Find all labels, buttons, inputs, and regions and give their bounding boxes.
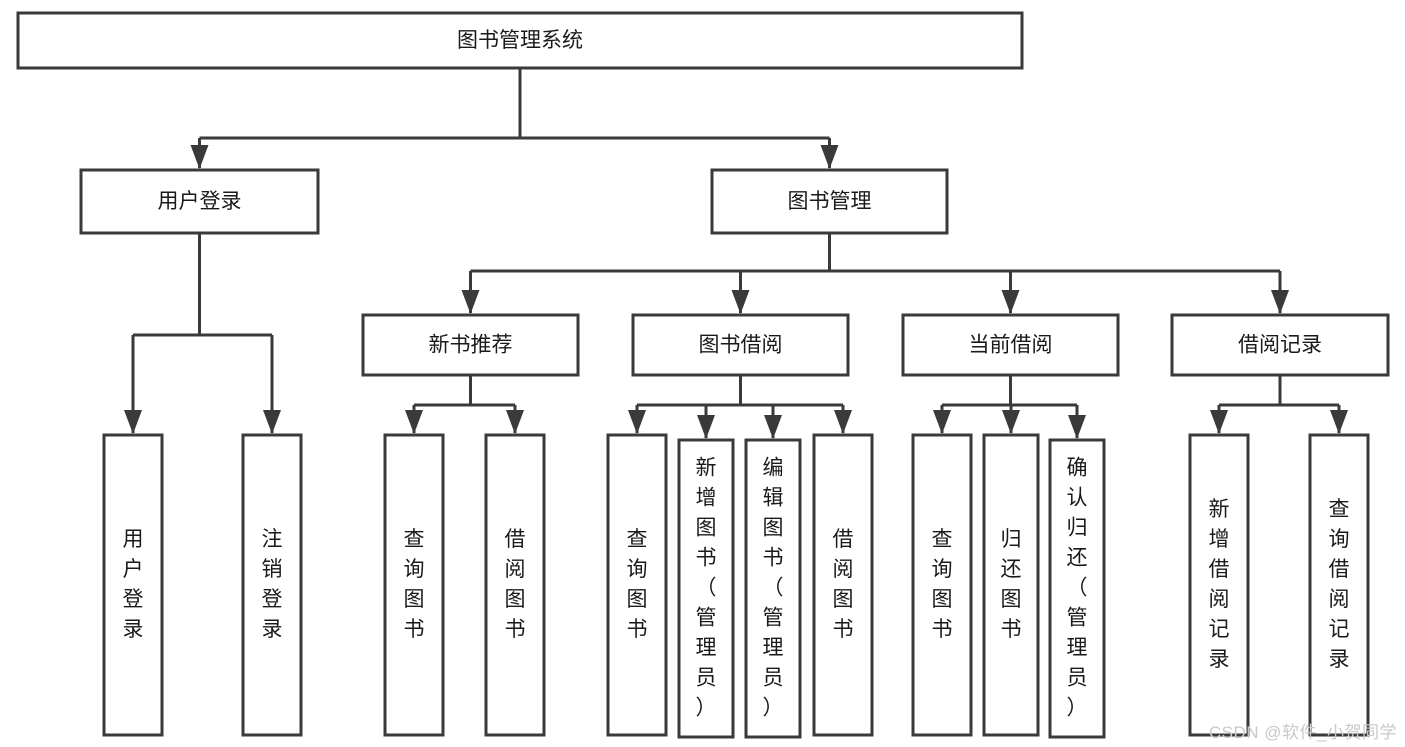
connector-edges-layer xyxy=(124,68,1348,439)
node-leaf-4[interactable]: 查询图书 xyxy=(606,433,668,737)
node-leaf-8[interactable]: 查询图书 xyxy=(911,433,973,737)
node-level2-2-frame xyxy=(901,313,1120,377)
node-level2-1-label: 图书借阅 xyxy=(699,334,783,357)
arrow-head-icon xyxy=(506,410,524,434)
node-root-label: 图书管理系统 xyxy=(457,29,583,52)
arrow-head-icon xyxy=(1002,410,1020,434)
arrow-head-icon xyxy=(820,145,839,169)
node-leaf-5-frame xyxy=(677,438,735,739)
node-leaf-0-label: 用户登录 xyxy=(123,528,144,641)
node-leaf-0-frame xyxy=(102,433,164,737)
node-leaf-12-label: 查询借阅记录 xyxy=(1329,498,1350,671)
arrow-head-icon xyxy=(764,415,782,439)
node-level1-1[interactable]: 图书管理 xyxy=(710,168,949,235)
node-leaf-12[interactable]: 查询借阅记录 xyxy=(1308,433,1370,737)
node-leaf-4-label: 查询图书 xyxy=(627,528,648,641)
node-leaf-1-label: 注销登录 xyxy=(262,528,283,641)
node-leaf-2-label: 查询图书 xyxy=(404,528,425,641)
node-level2-0[interactable]: 新书推荐 xyxy=(361,313,580,377)
node-leaf-5-label: 新增图书（管理员） xyxy=(696,457,717,720)
node-leaf-1[interactable]: 注销登录 xyxy=(241,433,303,737)
node-root[interactable]: 图书管理系统 xyxy=(16,11,1024,70)
node-level2-3[interactable]: 借阅记录 xyxy=(1170,313,1390,377)
node-leaf-4-frame xyxy=(606,433,668,737)
arrow-head-icon xyxy=(124,410,142,434)
node-leaf-6-frame xyxy=(744,438,802,739)
node-level1-0-label: 用户登录 xyxy=(158,190,242,213)
arrow-head-icon xyxy=(190,145,209,169)
node-leaf-10-label: 确认归还（管理员） xyxy=(1067,457,1088,720)
arrow-head-icon xyxy=(1210,410,1228,434)
arrow-head-icon xyxy=(1001,290,1020,314)
node-leaf-1-frame xyxy=(241,433,303,737)
node-leaf-6[interactable]: 编辑图书（管理员） xyxy=(744,438,802,739)
node-leaf-3-frame xyxy=(484,433,546,737)
node-root-frame xyxy=(16,11,1024,70)
arrow-head-icon xyxy=(697,415,715,439)
node-leaf-11[interactable]: 新增借阅记录 xyxy=(1188,433,1250,737)
arrow-head-icon xyxy=(461,290,480,314)
node-leaf-2-frame xyxy=(383,433,445,737)
node-boxes-layer: 图书管理系统用户登录图书管理新书推荐图书借阅当前借阅借阅记录用户登录注销登录查询… xyxy=(16,11,1390,739)
node-leaf-5[interactable]: 新增图书（管理员） xyxy=(677,438,735,739)
arrow-head-icon xyxy=(1068,415,1086,439)
node-leaf-10-frame xyxy=(1048,438,1106,739)
node-leaf-3-label: 借阅图书 xyxy=(505,528,526,641)
node-level2-0-frame xyxy=(361,313,580,377)
arrow-head-icon xyxy=(263,410,281,434)
node-level1-0-frame xyxy=(79,168,320,235)
node-leaf-6-label: 编辑图书（管理员） xyxy=(763,457,784,720)
arrow-head-icon xyxy=(405,410,423,434)
node-leaf-3[interactable]: 借阅图书 xyxy=(484,433,546,737)
arrow-head-icon xyxy=(834,410,852,434)
arrow-head-icon xyxy=(1271,290,1289,314)
node-leaf-11-frame xyxy=(1188,433,1250,737)
node-level1-0[interactable]: 用户登录 xyxy=(79,168,320,235)
node-leaf-7-label: 借阅图书 xyxy=(833,528,854,641)
arrow-head-icon xyxy=(933,410,951,434)
node-leaf-9[interactable]: 归还图书 xyxy=(982,433,1040,737)
node-leaf-8-label: 查询图书 xyxy=(932,528,953,641)
arrow-head-icon xyxy=(628,410,646,434)
node-leaf-10[interactable]: 确认归还（管理员） xyxy=(1048,438,1106,739)
node-leaf-8-frame xyxy=(911,433,973,737)
node-level2-3-frame xyxy=(1170,313,1390,377)
arrow-head-icon xyxy=(1330,410,1348,434)
node-level2-0-label: 新书推荐 xyxy=(429,334,513,357)
node-leaf-11-label: 新增借阅记录 xyxy=(1209,498,1230,671)
node-level2-1[interactable]: 图书借阅 xyxy=(631,313,850,377)
node-leaf-12-frame xyxy=(1308,433,1370,737)
node-leaf-0[interactable]: 用户登录 xyxy=(102,433,164,737)
node-level2-2-label: 当前借阅 xyxy=(969,334,1053,357)
node-level2-3-label: 借阅记录 xyxy=(1238,334,1322,357)
node-leaf-7-frame xyxy=(812,433,874,737)
node-level1-1-frame xyxy=(710,168,949,235)
node-leaf-2[interactable]: 查询图书 xyxy=(383,433,445,737)
node-level2-1-frame xyxy=(631,313,850,377)
node-leaf-7[interactable]: 借阅图书 xyxy=(812,433,874,737)
node-leaf-9-frame xyxy=(982,433,1040,737)
node-level2-2[interactable]: 当前借阅 xyxy=(901,313,1120,377)
node-leaf-9-label: 归还图书 xyxy=(1001,528,1022,641)
arrow-head-icon xyxy=(731,290,750,314)
node-level1-1-label: 图书管理 xyxy=(788,190,872,213)
